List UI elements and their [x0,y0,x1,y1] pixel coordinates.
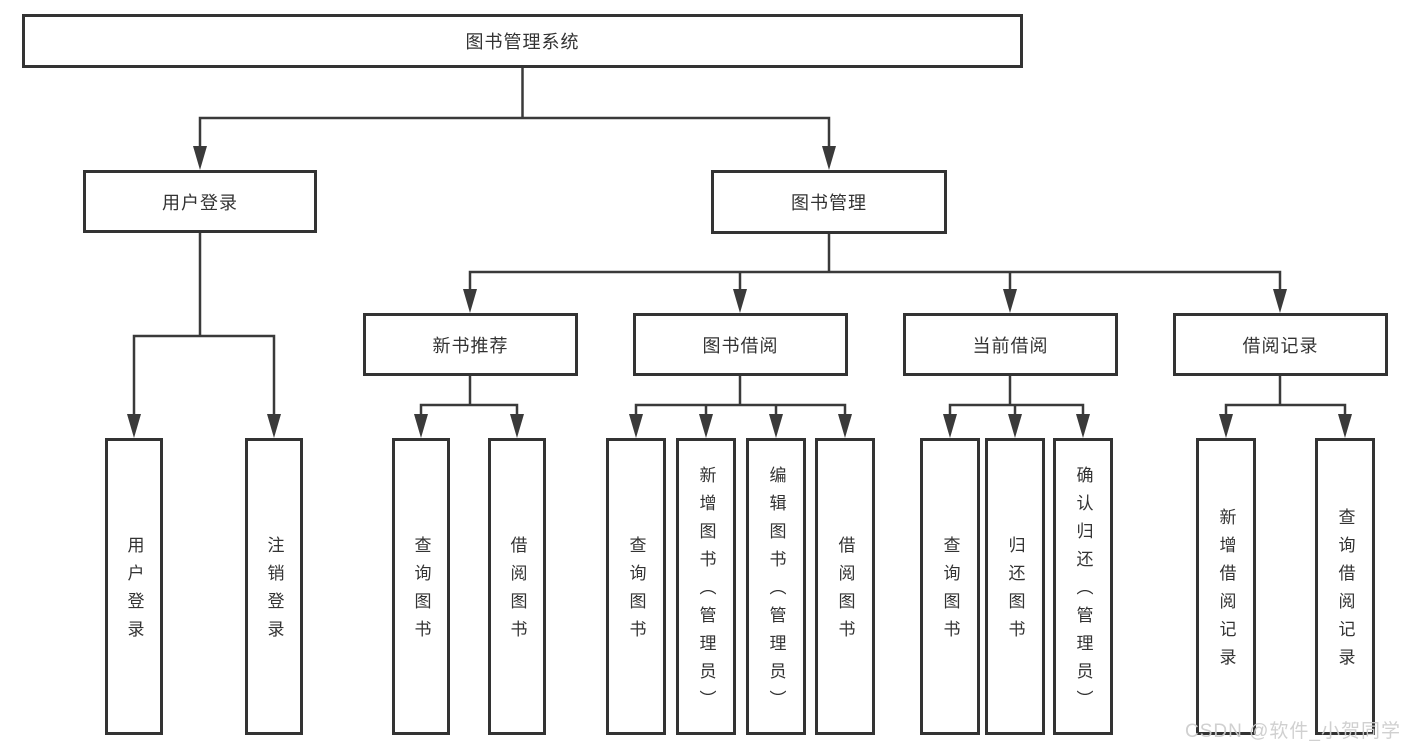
leaf-confirm-return-admin-label: 确认归还（管理员） [1073,466,1093,718]
leaf-query-books-2-label: 查询图书 [626,536,646,648]
leaf-confirm-return-admin: 确认归还（管理员） [1053,438,1113,735]
leaf-borrow-books-1: 借阅图书 [488,438,546,735]
node-current-borrowing-label: 当前借阅 [972,335,1049,356]
leaf-query-books-2: 查询图书 [606,438,666,735]
leaf-query-books-3-label: 查询图书 [940,536,960,648]
leaf-logout: 注销登录 [245,438,303,735]
connector-bookmgmt-to-level3 [468,234,1282,295]
leaf-query-borrow-record: 查询借阅记录 [1315,438,1375,735]
leaf-query-books-3: 查询图书 [920,438,980,735]
node-current-borrowing: 当前借阅 [903,313,1118,376]
node-new-book-recommend: 新书推荐 [363,313,578,376]
node-borrowing-records: 借阅记录 [1173,313,1388,376]
leaf-add-borrow-record-label: 新增借阅记录 [1216,508,1236,676]
leaf-add-books-admin-label: 新增图书（管理员） [696,466,716,718]
leaf-query-borrow-record-label: 查询借阅记录 [1335,508,1355,676]
leaf-logout-label: 注销登录 [264,536,284,648]
leaf-user-login: 用户登录 [105,438,163,735]
csdn-watermark: CSDN @软件_小贺同学 [1185,721,1401,742]
connector-records-subtree [1224,376,1347,420]
node-book-borrowing-label: 图书借阅 [702,335,779,356]
node-user-login: 用户登录 [83,170,317,233]
node-book-borrowing: 图书借阅 [633,313,848,376]
node-system-root-label: 图书管理系统 [465,32,580,52]
leaf-edit-books-admin-label: 编辑图书（管理员） [766,466,786,718]
connector-newbook-subtree [419,376,519,420]
leaf-borrow-books-2: 借阅图书 [815,438,875,735]
leaf-user-login-label: 用户登录 [124,536,144,648]
node-system-root: 图书管理系统 [22,14,1023,68]
leaf-edit-books-admin: 编辑图书（管理员） [746,438,806,735]
leaf-borrow-books-1-label: 借阅图书 [507,536,527,648]
connector-userlogin-subtree [132,233,276,420]
leaf-query-books-1: 查询图书 [392,438,450,735]
node-book-management-label: 图书管理 [791,193,867,213]
node-user-login-label: 用户登录 [162,192,238,213]
leaf-add-books-admin: 新增图书（管理员） [676,438,736,735]
node-book-management: 图书管理 [711,170,947,234]
leaf-return-books: 归还图书 [985,438,1045,735]
leaf-query-books-1-label: 查询图书 [411,536,431,648]
connector-root-to-level2 [198,66,831,150]
leaf-borrow-books-2-label: 借阅图书 [835,536,855,648]
connector-borrow-subtree [634,376,847,420]
arrowheads [127,146,1352,438]
leaf-add-borrow-record: 新增借阅记录 [1196,438,1256,735]
connector-current-subtree [948,376,1085,420]
node-new-book-recommend-label: 新书推荐 [432,335,509,356]
node-borrowing-records-label: 借阅记录 [1242,335,1319,356]
leaf-return-books-label: 归还图书 [1005,536,1025,648]
